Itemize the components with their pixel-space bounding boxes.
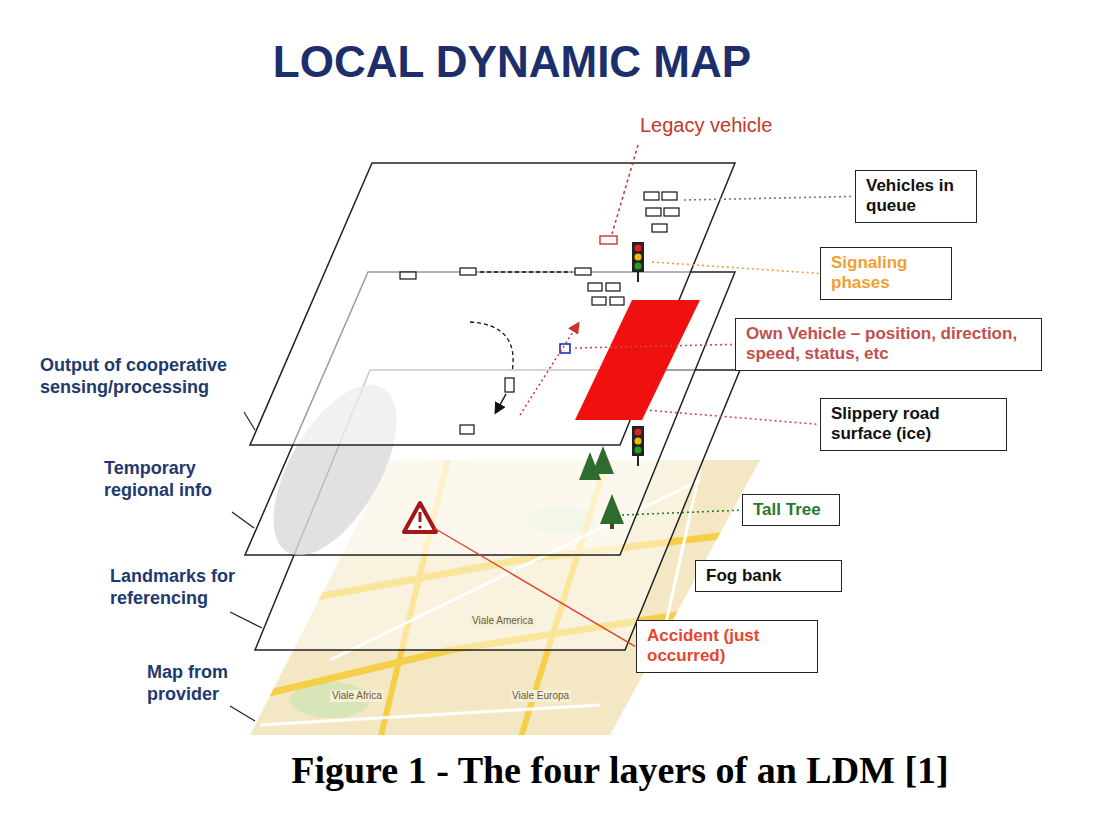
- leader-line: [684, 196, 854, 200]
- diagram-title: LOCAL DYNAMIC MAP: [273, 36, 751, 89]
- callout-text: Signaling phases: [831, 253, 941, 294]
- trees: [579, 446, 624, 529]
- callout-text: Fog bank: [706, 566, 831, 586]
- callout-box: Signaling phases: [820, 247, 952, 300]
- callout-box: Own Vehicle – position, direction, speed…: [735, 318, 1042, 371]
- layer-label: Output of cooperative sensing/processing: [40, 355, 258, 398]
- path-dash: [480, 271, 572, 272]
- traffic-light: [632, 426, 644, 466]
- legacy-vehicle: [600, 236, 617, 244]
- path-dash: [470, 322, 513, 372]
- vehicles: [400, 192, 679, 434]
- traffic-light: [632, 242, 644, 282]
- callout-box: Tall Tree: [742, 494, 840, 526]
- own-path-arrow: [520, 324, 578, 415]
- leader-line: [645, 410, 819, 424]
- leader-line: [622, 510, 741, 515]
- ice-patch: [575, 300, 700, 420]
- callout-text: Slippery road surface (ice): [831, 404, 996, 445]
- accident-warning: [404, 503, 436, 532]
- callout-text: Vehicles in queue: [866, 176, 966, 217]
- path-arrow: [496, 394, 506, 412]
- own-vehicle: [560, 344, 570, 353]
- street-name: Viale Africa: [330, 690, 384, 702]
- callout-text: Own Vehicle – position, direction, speed…: [746, 324, 1031, 365]
- legacy-label: Legacy vehicle: [640, 113, 772, 137]
- legacy-leader: [612, 145, 638, 234]
- figure-caption: Figure 1 - The four layers of an LDM [1]: [291, 748, 949, 794]
- callout-text: Accident (just occurred): [647, 626, 807, 667]
- leader-line: [434, 528, 635, 646]
- street-name: Viale America: [470, 615, 535, 627]
- sensing-layer: [250, 163, 735, 445]
- callout-text: Tall Tree: [753, 500, 829, 520]
- layer-label: Temporary regional info: [104, 458, 244, 501]
- layer-label: Landmarks for referencing: [110, 566, 255, 609]
- leader-line: [575, 344, 734, 348]
- layer-label: Map from provider: [147, 662, 257, 705]
- leader-line: [652, 262, 819, 273]
- callout-box: Accident (just occurred): [636, 620, 818, 673]
- street-name: Viale Europa: [510, 690, 571, 702]
- callout-box: Slippery road surface (ice): [820, 398, 1007, 451]
- callout-box: Vehicles in queue: [855, 170, 977, 223]
- callout-box: Fog bank: [695, 560, 842, 592]
